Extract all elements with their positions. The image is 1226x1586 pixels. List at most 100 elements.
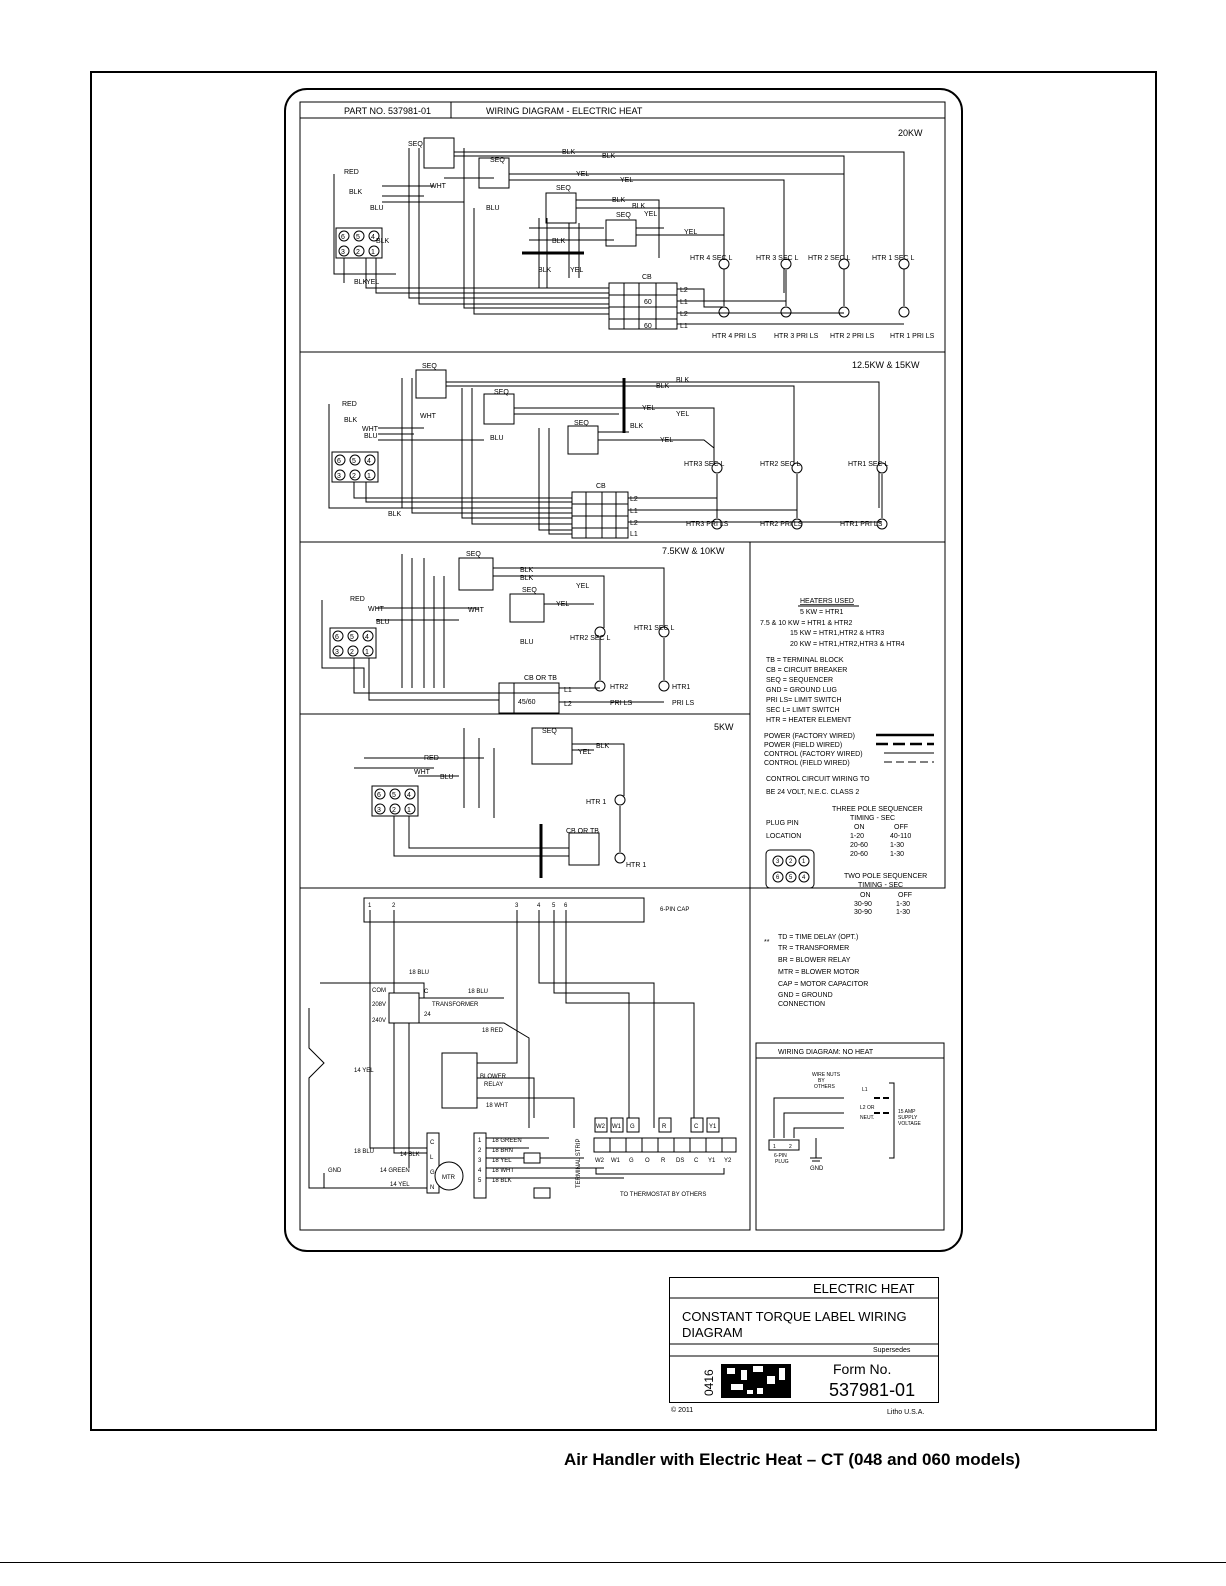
- section-20kw-heading: 20KW: [898, 128, 923, 138]
- plug-label: 6-PIN: [774, 1153, 787, 1159]
- motor-tap: 4: [478, 1168, 482, 1174]
- wire-label: BLU: [486, 205, 500, 212]
- wiring-type: POWER (FACTORY WIRED): [764, 733, 855, 740]
- cap-pin: 3: [515, 903, 519, 909]
- line-label: L2: [680, 287, 688, 294]
- wire-label: YEL: [660, 437, 673, 444]
- htr-pri-label: HTR 4 PRI LS: [712, 333, 757, 340]
- wire-label: 14 BLK: [400, 1152, 420, 1158]
- motor-pin: L: [430, 1155, 434, 1161]
- motor-pin: G: [430, 1170, 435, 1176]
- seq-label: SEQ: [542, 728, 557, 735]
- wire-label: 18 RED: [482, 1028, 504, 1034]
- plug-pin: 4: [371, 234, 375, 241]
- wire-label: BLK: [676, 377, 690, 384]
- plug-pin: 3: [337, 473, 341, 480]
- legend-graphics: [765, 605, 934, 889]
- supply-note: 15 AMP: [898, 1109, 916, 1115]
- wire-label: YEL: [576, 171, 589, 178]
- control-note: BE 24 VOLT, N.E.C. CLASS 2: [766, 789, 859, 796]
- plug-pin: 5: [356, 234, 360, 241]
- cap-pin: 6: [564, 903, 568, 909]
- wire-label: YEL: [676, 411, 689, 418]
- tb-header: ELECTRIC HEAT: [813, 1281, 915, 1296]
- wire-label: 18 WHT: [486, 1103, 508, 1109]
- section-10kw-heading: 7.5KW & 10KW: [662, 546, 725, 556]
- htr-sec-label: HTR2 SEC L: [760, 461, 801, 468]
- transformer-label: 208V: [372, 1002, 386, 1008]
- line-label: L1: [630, 508, 638, 515]
- seq-label: SEQ: [494, 389, 509, 396]
- htr-sec-label: HTR 4 SEC L: [690, 255, 733, 262]
- two-pole-col: ON: [860, 892, 871, 899]
- bottom-rule: [0, 1562, 1226, 1563]
- wire-label: BLK: [562, 149, 576, 156]
- pin-num: 1: [773, 1144, 776, 1150]
- section-5kw: [354, 727, 626, 878]
- wire-label: BLK: [596, 743, 610, 750]
- gnd-label: GND: [328, 1168, 342, 1174]
- wire-label: BLU: [440, 774, 454, 781]
- strip-terminal: C: [694, 1158, 699, 1164]
- three-pole-col: OFF: [894, 824, 908, 831]
- plug-pin: 6: [341, 234, 345, 241]
- wire-label: BLK: [349, 189, 363, 196]
- wire-label: BLK: [612, 197, 626, 204]
- htr-sec-label: HTR 2 SEC L: [808, 255, 851, 262]
- strip-tag: W1: [612, 1124, 622, 1130]
- strip-tag: C: [694, 1124, 699, 1130]
- htr-sec-label: HTR 1: [586, 799, 606, 806]
- cb-value: 60: [644, 299, 652, 306]
- abbrev2-entry: MTR = BLOWER MOTOR: [778, 969, 859, 976]
- wire-label: 18 YEL: [492, 1158, 512, 1164]
- seq-label: SEQ: [408, 141, 423, 148]
- cap-pin: 4: [537, 903, 541, 909]
- wirenuts-note: WIRE NUTS: [812, 1072, 841, 1078]
- strip-terminal: Y2: [724, 1158, 732, 1164]
- wiring-type: CONTROL (FACTORY WIRED): [764, 751, 863, 758]
- supply-note: SUPPLY: [898, 1115, 918, 1121]
- htr-pri-label: HTR2: [610, 684, 628, 691]
- wire-label: YEL: [570, 267, 583, 274]
- section-20kw-text: SEQ SEQ SEQ SEQ CB RED BLK WHT BLU BLK B…: [341, 141, 935, 340]
- three-pole-col: ON: [854, 824, 865, 831]
- wire-label: BLU: [370, 205, 384, 212]
- plug-pin-location: LOCATION: [766, 833, 801, 840]
- htr-sec-label: HTR3 SEC L: [684, 461, 725, 468]
- transformer-label: 24: [424, 1012, 431, 1018]
- plug-pin: 4: [407, 792, 411, 799]
- htr-pri-label: HTR3 PRI LS: [686, 521, 729, 528]
- plug-pin: 3: [377, 807, 381, 814]
- plug-num: 6: [776, 875, 780, 881]
- wire-label: BLK: [376, 238, 390, 245]
- wire-label: 18 BLU: [409, 970, 429, 976]
- cap-pin: 1: [368, 903, 372, 909]
- motor-tap: 3: [478, 1158, 482, 1164]
- wire-label: BLK: [538, 267, 552, 274]
- wire-label: BLK: [552, 238, 566, 245]
- transformer-label: TRANSFORMER: [432, 1002, 479, 1008]
- cap-title: 6-PIN CAP: [660, 907, 689, 913]
- strip-tag: W2: [596, 1124, 606, 1130]
- motor-pin: N: [430, 1185, 434, 1191]
- wire-label: BLK: [344, 417, 358, 424]
- plug-pin: 1: [407, 807, 411, 814]
- tb-form-label: Form No.: [833, 1361, 891, 1377]
- plug-label: PLUG: [775, 1159, 789, 1165]
- abbrev2-entry: CONNECTION: [778, 1001, 825, 1008]
- section-10kw: [321, 554, 670, 714]
- wire-label: WHT: [362, 426, 379, 433]
- wire-label: YEL: [642, 405, 655, 412]
- strip-tag: Y1: [709, 1124, 717, 1130]
- wire-label: 18 WHT: [492, 1168, 514, 1174]
- strip-title: TERMINAL STRIP: [576, 1139, 582, 1188]
- tb-supersedes: Supersedes: [873, 1347, 911, 1354]
- wire-label: BLK: [602, 153, 616, 160]
- wirenuts-note: OTHERS: [814, 1084, 836, 1090]
- htr-pri-label: PRI LS: [672, 700, 695, 707]
- line-label: L2: [630, 496, 638, 503]
- l2-label: L2 OR: [860, 1105, 875, 1111]
- wiring-type: CONTROL (FIELD WIRED): [764, 760, 850, 767]
- plug-pin: 6: [377, 792, 381, 799]
- cap-pin: 2: [392, 903, 396, 909]
